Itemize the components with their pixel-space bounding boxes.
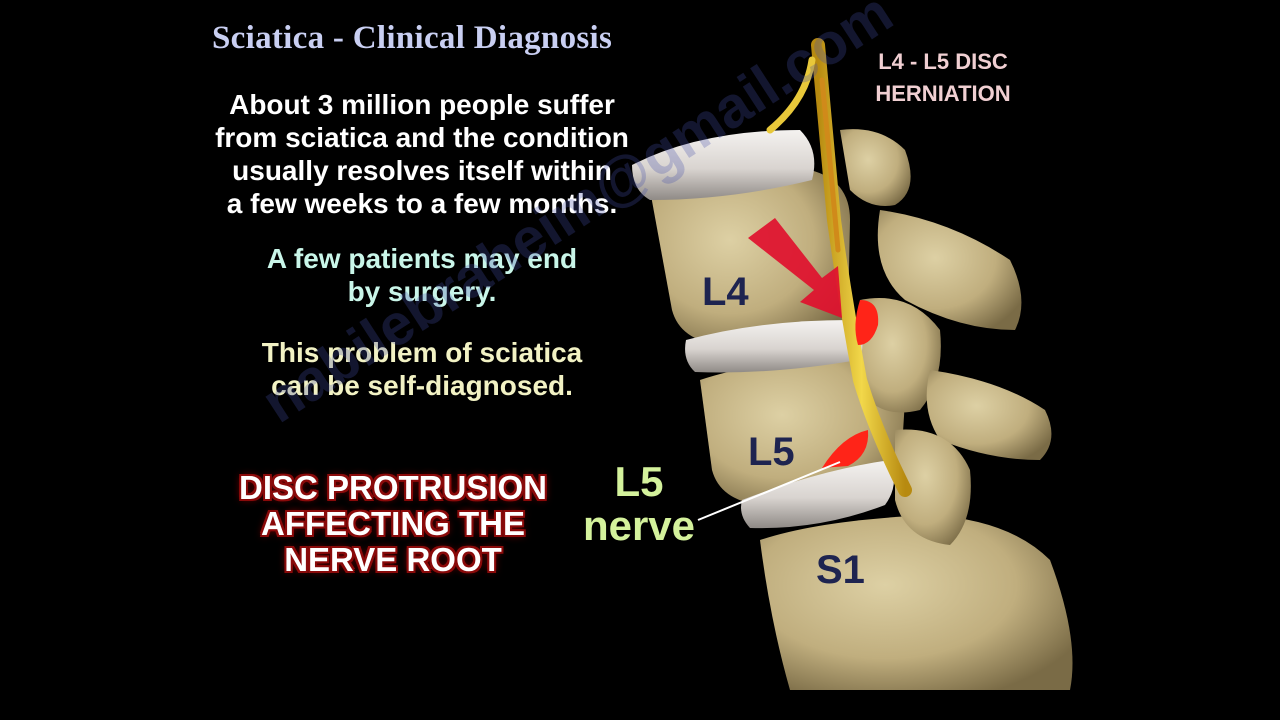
vertebra-label-s1: S1 [816,548,865,592]
disc-l4-l5 [685,320,863,373]
herniated-disc-material [855,300,879,345]
herniation-label-line: L4 - L5 DISC [878,49,1008,74]
disc-protrusion-label: DISC PROTRUSION AFFECTING THE NERVE ROOT [218,470,568,578]
disc-label-line: DISC PROTRUSION [238,469,548,506]
disc-label-line: NERVE ROOT [284,541,502,578]
nerve-root-branch [819,77,841,253]
paragraph-line: This problem of sciatica [261,337,583,368]
paragraph-line: About 3 million people suffer [229,89,615,120]
l5-nerve-pointer-line [697,461,841,521]
l4-vertebra-body [650,170,850,345]
nerve-label-line: L5 [614,458,664,505]
nerve-root-upper [766,56,816,134]
paragraph-line: a few weeks to a few months. [226,188,618,219]
paragraph-surgery: A few patients may end by surgery. [222,242,622,308]
nerve-label-line: nerve [582,502,696,549]
transverse-process-l5 [926,370,1052,460]
disc-l5-s1 [741,460,894,529]
paragraph-line: usually resolves itself within [232,155,612,186]
herniation-label: L4 - L5 DISC HERNIATION [860,46,1026,110]
transverse-process-l4 [877,210,1022,330]
posterior-element-upper [840,129,911,206]
herniation-label-line: HERNIATION [875,81,1011,106]
herniation-arrow [748,218,842,318]
articular-process-l5 [895,429,971,545]
sacrum-bone [760,515,1073,690]
paragraph-line: from sciatica and the condition [215,122,629,153]
l5-nerve-label: L5 nerve [576,460,702,548]
slide-title: Sciatica - Clinical Diagnosis [212,20,613,56]
articular-process-l4 [860,298,941,413]
paragraph-prevalence: About 3 million people suffer from sciat… [192,88,652,220]
paragraph-line: by surgery. [347,276,497,307]
paragraph-line: A few patients may end [266,243,578,274]
disc-label-line: AFFECTING THE [261,505,525,542]
l5-nerve-compression [822,430,869,468]
vertebra-label-l5: L5 [748,430,795,474]
paragraph-line: can be self-diagnosed. [271,370,573,401]
disc-upper [632,130,815,200]
paragraph-self-diagnosis: This problem of sciatica can be self-dia… [212,336,632,402]
vertebra-label-l4: L4 [702,270,749,314]
